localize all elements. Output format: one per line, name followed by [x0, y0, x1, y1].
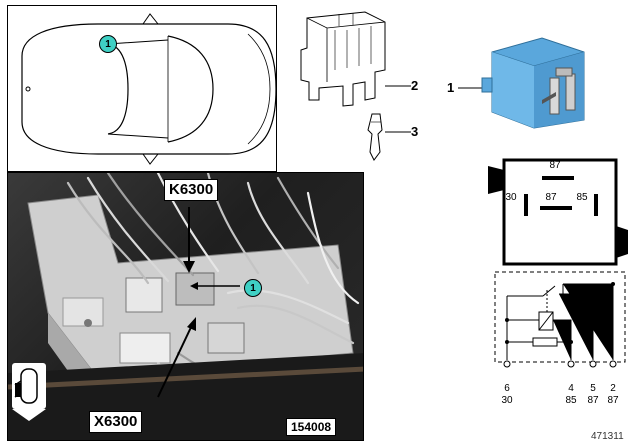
connector-x6300-label: X6300	[89, 411, 143, 433]
relay-k6300-label: K6300	[164, 179, 219, 201]
leader-line-1	[458, 87, 484, 89]
schematic-pin-4-term: 85	[565, 395, 577, 406]
leader-line-3	[385, 131, 411, 133]
car-location-panel: 1	[7, 5, 277, 172]
relay-schematic	[494, 271, 626, 368]
relay-pin-face	[488, 158, 628, 266]
part-number-3: 3	[411, 124, 419, 139]
schematic-pin-6-term: 30	[501, 395, 513, 406]
photo-id-label: 154008	[286, 418, 337, 436]
installation-photo: K6300 1 X6300 154008	[7, 172, 364, 441]
face-label-87-middle: 87	[545, 192, 557, 203]
part-number-1: 1	[447, 80, 455, 95]
schematic-pin-2-num: 2	[610, 383, 616, 394]
schematic-pin-6-num: 6	[504, 383, 510, 394]
photo-location-badge: 1	[244, 279, 262, 297]
face-label-30: 30	[505, 192, 517, 203]
relay-socket-drawing	[300, 11, 386, 107]
terminal-drawing	[367, 113, 383, 161]
photo-illustration	[8, 173, 363, 440]
car-outline	[21, 13, 277, 165]
schematic-pin-5-term: 87	[587, 395, 599, 406]
leader-line-2	[385, 85, 411, 87]
car-door-icon	[12, 363, 46, 421]
schematic-pin-4-num: 4	[568, 383, 574, 394]
schematic-pin-2-term: 87	[607, 395, 619, 406]
face-label-87-top: 87	[549, 160, 561, 171]
diagram-id: 471311	[591, 431, 624, 442]
schematic-pin-5-num: 5	[590, 383, 596, 394]
location-badge: 1	[99, 35, 117, 53]
face-label-85: 85	[576, 192, 588, 203]
part-number-2: 2	[411, 78, 419, 93]
relay-drawing	[481, 37, 585, 129]
